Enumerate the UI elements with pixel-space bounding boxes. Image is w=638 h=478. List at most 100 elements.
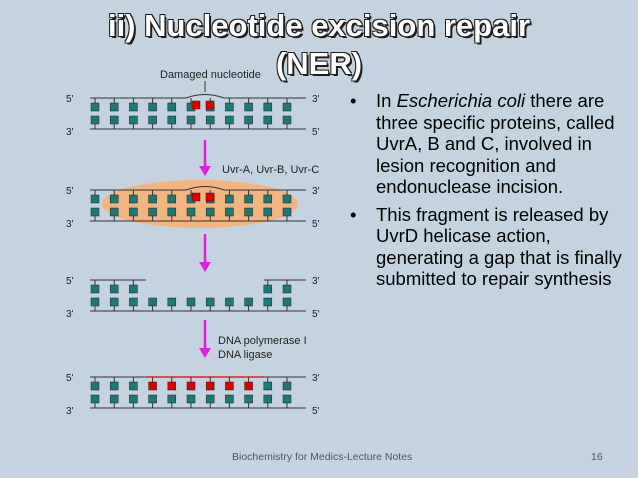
bottom-strand-base (109, 394, 119, 404)
slide-title-line-2: (NER) (275, 46, 363, 81)
arrow-head (199, 262, 211, 272)
top-strand-base (225, 102, 234, 112)
strand-end-label: 3' (66, 406, 74, 417)
damaged-nucleotide (191, 192, 201, 202)
top-strand-base (129, 381, 138, 391)
bottom-strand-base (186, 207, 196, 217)
bottom-strand-base (90, 394, 100, 404)
bottom-strand-base (129, 115, 138, 125)
bottom-strand-base (225, 394, 234, 404)
top-strand-base (282, 284, 292, 294)
damaged-nucleotide (205, 100, 215, 110)
bottom-strand-base (225, 297, 234, 307)
bottom-strand-base (205, 115, 215, 125)
new-nucleotide (244, 381, 253, 391)
top-strand-base (263, 284, 273, 294)
bottom-strand-base (263, 297, 273, 307)
bottom-strand-base (129, 297, 138, 307)
top-strand-base (90, 194, 100, 204)
top-strand-base (167, 102, 177, 112)
strand-end-label: 3' (312, 94, 320, 105)
strand-end-label: 5' (66, 186, 74, 197)
strand-end-label: 3' (66, 309, 74, 320)
new-nucleotide (167, 381, 177, 391)
top-strand-backbone (90, 94, 306, 99)
top-strand-base (244, 194, 253, 204)
top-strand-base (263, 381, 273, 391)
bottom-strand-base (167, 115, 177, 125)
strand-end-label: 3' (66, 219, 74, 230)
new-nucleotide (148, 381, 157, 391)
bottom-strand-base (205, 297, 215, 307)
top-strand-base (109, 284, 119, 294)
bottom-strand-base (148, 115, 157, 125)
bottom-strand-base (282, 297, 292, 307)
bottom-strand-base (109, 207, 119, 217)
bottom-strand-base (129, 207, 138, 217)
dna-ligase-label: DNA ligase (218, 349, 272, 361)
arrow-head (199, 166, 211, 176)
dna-polymerase-label: DNA polymerase I (218, 335, 307, 347)
damaged-nucleotide-label: Damaged nucleotide (160, 69, 261, 81)
top-strand-base (129, 102, 138, 112)
page-number: 16 (591, 451, 603, 463)
strand-end-label: 5' (312, 406, 320, 417)
top-strand-base (282, 194, 292, 204)
bottom-strand-base (90, 207, 100, 217)
new-nucleotide (186, 381, 196, 391)
strand-end-label: 5' (66, 94, 74, 105)
top-strand-base (109, 102, 119, 112)
bottom-strand-base (282, 394, 292, 404)
top-strand-base (148, 194, 157, 204)
slide-title-line-1: ii) Nucleotide excision repair (107, 8, 531, 43)
bottom-strand-base (225, 115, 234, 125)
top-strand-base (109, 194, 119, 204)
bottom-strand-base (244, 207, 253, 217)
bottom-strand-base (186, 297, 196, 307)
arrow-head (199, 348, 211, 358)
strand-end-label: 3' (312, 186, 320, 197)
strand-end-label: 3' (312, 373, 320, 384)
top-strand-base (244, 102, 253, 112)
ner-diagram: Damaged nucleotide 5' 3' 3' 5' Uvr-A, Uvr-B, … (66, 69, 320, 417)
bullet-list: •In Escherichia coli there are three spe… (346, 90, 636, 296)
top-strand-base (129, 194, 138, 204)
top-strand-base (90, 284, 100, 294)
bottom-strand-base (129, 394, 138, 404)
bottom-strand-base (186, 394, 196, 404)
bottom-strand-base (244, 394, 253, 404)
footer-text: Biochemistry for Medics-Lecture Notes (232, 451, 413, 463)
strand-end-label: 5' (312, 309, 320, 320)
bottom-strand-base (263, 115, 273, 125)
strand-end-label: 5' (312, 127, 320, 138)
bullet-dot: • (350, 90, 357, 111)
bottom-strand-base (167, 207, 177, 217)
damaged-nucleotide (191, 100, 201, 110)
uvr-enzymes-label: Uvr-A, Uvr-B, Uvr-C (222, 164, 319, 176)
bottom-strand-base (205, 394, 215, 404)
bottom-strand-base (186, 115, 196, 125)
top-strand-base (90, 381, 100, 391)
bottom-strand-base (244, 297, 253, 307)
top-strand-backbone (90, 186, 306, 191)
strand-end-label: 5' (312, 219, 320, 230)
bottom-strand-base (167, 297, 177, 307)
top-strand-base (90, 102, 100, 112)
new-nucleotide (205, 381, 215, 391)
top-strand-base (263, 102, 273, 112)
new-nucleotide (225, 381, 234, 391)
strand-end-label: 5' (66, 276, 74, 287)
top-strand-base (167, 194, 177, 204)
bottom-strand-base (90, 297, 100, 307)
bullet-dot: • (350, 203, 357, 225)
strand-end-label: 3' (66, 127, 74, 138)
damaged-nucleotide (205, 192, 215, 202)
bottom-strand-base (263, 207, 273, 217)
bottom-strand-base (109, 297, 119, 307)
bottom-strand-base (148, 394, 157, 404)
strand-end-label: 3' (312, 276, 320, 287)
bottom-strand-base (282, 115, 292, 125)
bottom-strand-base (225, 207, 234, 217)
bottom-strand-base (148, 207, 157, 217)
top-strand-base (148, 102, 157, 112)
